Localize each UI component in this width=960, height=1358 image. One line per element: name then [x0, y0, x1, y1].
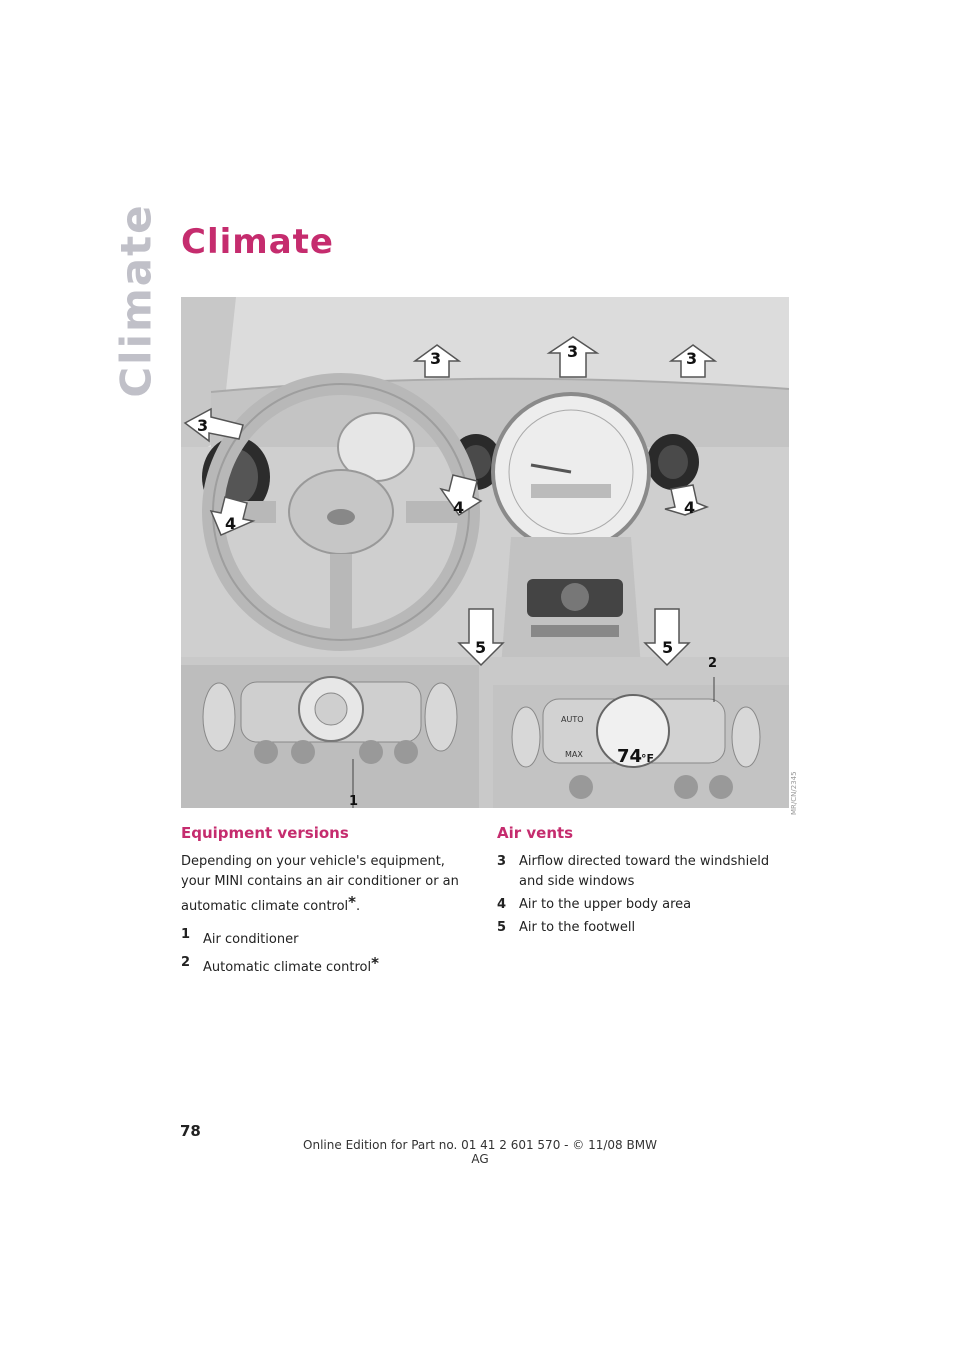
callout-4-c: 4: [684, 498, 695, 517]
arrow-upper-body-2: [439, 474, 483, 517]
callout-3-b: 3: [567, 342, 578, 361]
equipment-text: Depending on your vehicle's equipment, y…: [181, 854, 459, 914]
footer-edition: Online Edition for Part no. 01 41 2 601 …: [303, 1138, 657, 1166]
auto-button-label: AUTO: [561, 715, 584, 724]
callout-3-c: 3: [686, 349, 697, 368]
dashboard-illustration: AUTO MAX 74 °F 3 3 3 3 4 4: [181, 297, 789, 808]
arrow-windshield-2: [546, 336, 600, 378]
arrow-footwell-2: [643, 608, 691, 667]
arrow-upper-body-1: [209, 496, 256, 536]
air-vents-section: Air vents 3 Airflow directed toward the …: [497, 824, 797, 941]
equipment-versions-section: Equipment versions Depending on your veh…: [181, 824, 473, 981]
callout-3-a: 3: [430, 349, 441, 368]
vent-item: 4 Air to the upper body area: [497, 897, 692, 912]
vent-item: 3 Airflow directed toward the windshield…: [497, 854, 770, 889]
section-tab-label: Climate: [111, 202, 161, 398]
arrow-upper-body-3: [664, 484, 710, 516]
section-tab: Climate: [112, 203, 161, 397]
arrow-windshield-3: [668, 344, 718, 378]
callout-4-a: 4: [225, 514, 236, 533]
temperature-unit: °F: [641, 752, 654, 765]
page-number: 78: [180, 1122, 201, 1140]
temperature-display: 74: [617, 746, 642, 767]
equipment-heading: Equipment versions: [181, 824, 349, 842]
callout-4-b: 4: [453, 498, 464, 517]
arrow-footwell-1: [457, 608, 505, 667]
callout-5-a: 5: [475, 638, 486, 657]
page-title: Climate: [181, 222, 334, 262]
air-vents-heading: Air vents: [497, 824, 574, 842]
callout-1: 1: [349, 794, 358, 808]
callout-2: 2: [708, 656, 717, 671]
max-button-label: MAX: [565, 750, 583, 759]
figure-code: MR/CN/2345: [790, 771, 798, 815]
dashboard-svg: AUTO MAX 74 °F 3 3 3 3 4 4: [181, 297, 789, 808]
callout-3-d: 3: [197, 416, 208, 435]
callout-5-b: 5: [662, 638, 673, 657]
arrow-windshield-1: [412, 344, 462, 378]
vent-item: 5 Air to the footwell: [497, 920, 636, 935]
equipment-item: 2 Automatic climate control*: [181, 954, 379, 975]
arrow-side-window: [183, 407, 244, 443]
equipment-item: 1 Air conditioner: [181, 927, 299, 947]
